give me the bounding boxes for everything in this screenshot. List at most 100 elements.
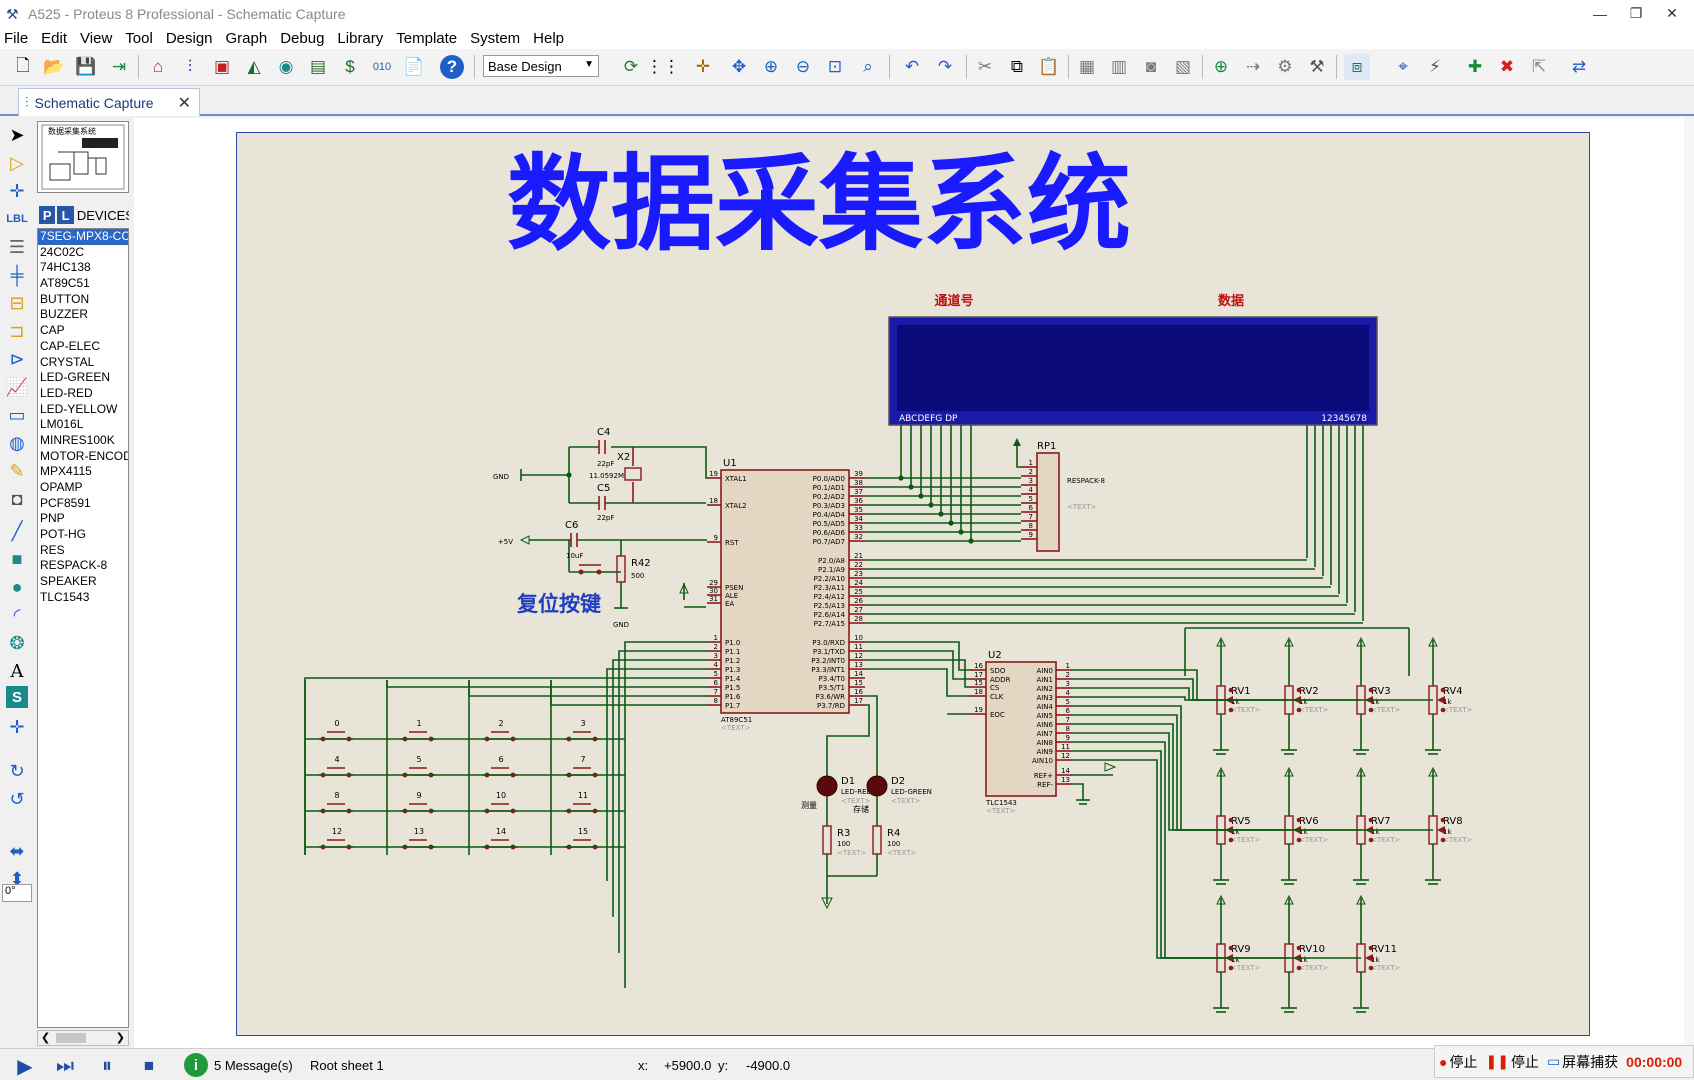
origin-icon[interactable]: ✛ [695, 57, 711, 76]
device-list-item[interactable]: CRYSTAL [40, 354, 95, 369]
source-code-icon[interactable]: 010 [372, 61, 392, 73]
packaging-tool-icon[interactable]: ⚙ [1277, 57, 1293, 76]
menu-graph[interactable]: Graph [225, 29, 268, 47]
junction-dot-icon[interactable]: ✛ [9, 180, 25, 201]
graph-mode-icon[interactable]: 📈 [5, 376, 29, 397]
recorder-stop2-button[interactable]: 停止 [1510, 1053, 1539, 1070]
close-window-button[interactable]: ✕ [1666, 5, 1678, 21]
block-move-icon[interactable]: ▥ [1110, 57, 1128, 76]
block-rotate-icon[interactable]: ◙ [1145, 57, 1157, 76]
circle-tool-icon[interactable]: ● [11, 576, 23, 597]
device-list-item[interactable]: CAP-ELEC [40, 338, 101, 353]
pcb-icon[interactable]: ▣ [213, 57, 231, 76]
save-icon[interactable]: 💾 [75, 57, 97, 76]
schematic-icon[interactable]: ⫶ [187, 57, 193, 76]
device-list-item[interactable]: PCF8591 [40, 495, 91, 510]
device-list-item[interactable]: LED-RED [40, 385, 93, 400]
scroll-thumb[interactable] [56, 1033, 86, 1043]
import-icon[interactable]: ⇥ [111, 57, 127, 76]
paste-icon[interactable]: 📋 [1038, 57, 1060, 76]
screen-capture-button[interactable]: 屏幕捕获 [1562, 1053, 1619, 1070]
refresh-icon[interactable]: ⟳ [623, 57, 639, 76]
zoom-in-icon[interactable]: ⊕ [763, 57, 779, 76]
device-list-item[interactable]: LED-YELLOW [40, 401, 118, 416]
block-copy-icon[interactable]: ▦ [1078, 57, 1096, 76]
text-script-icon[interactable]: ☰ [8, 236, 26, 257]
device-list-item[interactable]: 7SEG-MPX8-CC [38, 229, 128, 245]
generator-icon[interactable]: ◍ [9, 432, 25, 453]
tab-schematic-capture[interactable]: ⫶ Schematic Capture ✕ [18, 88, 200, 116]
decompose-icon[interactable]: ⚒ [1309, 57, 1325, 76]
mirror-y-icon[interactable]: ⬍ [9, 868, 25, 889]
menu-debug[interactable]: Debug [280, 29, 325, 47]
device-list-scrollbar[interactable]: ❮ ❯ [37, 1030, 129, 1046]
scroll-right-icon[interactable]: ❯ [115, 1032, 125, 1044]
redo-icon[interactable]: ↷ [937, 57, 953, 76]
pick-devices-button[interactable]: P [39, 206, 56, 224]
simulation-icon[interactable]: ◭ [247, 57, 261, 76]
message-count[interactable]: 5 Message(s) [214, 1058, 293, 1073]
arc-tool-icon[interactable]: ◜ [13, 604, 21, 625]
virtual-instruments-icon[interactable]: ◘ [11, 488, 23, 509]
pick-device-icon[interactable]: ⊕ [1213, 57, 1229, 76]
zoom-out-icon[interactable]: ⊖ [795, 57, 811, 76]
menu-view[interactable]: View [80, 29, 113, 47]
device-list-item[interactable]: BUZZER [40, 307, 88, 322]
device-list-item[interactable]: PNP [40, 511, 65, 526]
path-tool-icon[interactable]: ❂ [9, 632, 25, 653]
line-tool-icon[interactable]: ╱ [11, 520, 23, 541]
tape-recorder-icon[interactable]: ▭ [8, 404, 26, 425]
device-list-item[interactable]: 24C02C [40, 244, 85, 259]
recorder-stop-button[interactable]: 停止 [1449, 1053, 1478, 1070]
new-sheet-icon[interactable]: ✚ [1467, 57, 1483, 76]
grid-icon[interactable]: ⋮⋮ [646, 57, 680, 76]
symbol-tool-icon[interactable]: S [6, 686, 28, 708]
gerber-icon[interactable]: ▤ [309, 57, 327, 76]
zoom-fit-icon[interactable]: ⊡ [827, 57, 843, 76]
open-folder-icon[interactable]: 📂 [43, 57, 65, 76]
notes-icon[interactable]: 📄 [403, 57, 425, 76]
rotate-clockwise-icon[interactable]: ↻ [9, 760, 25, 781]
menu-edit[interactable]: Edit [41, 29, 68, 47]
remove-sheet-icon[interactable]: ✖ [1499, 57, 1515, 76]
terminals-icon[interactable]: ⊐ [9, 320, 25, 341]
menu-design[interactable]: Design [165, 29, 213, 47]
device-list-item[interactable]: TLC1543 [40, 589, 90, 604]
search-tag-icon[interactable]: ⌖ [1398, 57, 1408, 76]
new-file-icon[interactable]: 🗋 [16, 55, 30, 75]
stop-icon[interactable]: ⏹ [144, 1054, 154, 1077]
library-manager-button[interactable]: L [57, 206, 74, 224]
device-list-item[interactable]: MINRES100K [40, 432, 115, 447]
property-tool-icon[interactable]: ⚡ [1429, 57, 1441, 76]
menu-help[interactable]: Help [533, 29, 565, 47]
overview-preview[interactable]: 数据采集系统 [37, 121, 129, 193]
component-mode-icon[interactable]: ▷ [10, 152, 24, 173]
voltage-probe-icon[interactable]: ✎ [9, 460, 25, 481]
scroll-left-icon[interactable]: ❮ [41, 1032, 51, 1044]
device-pins-icon[interactable]: ⊳ [9, 348, 25, 369]
device-list-item[interactable]: OPAMP [40, 480, 83, 494]
menu-library[interactable]: Library [337, 29, 384, 47]
mirror-x-icon[interactable]: ⬌ [9, 840, 25, 861]
device-list-item[interactable]: 74HC138 [40, 260, 91, 275]
device-list-item[interactable]: CAP [40, 323, 65, 338]
device-list-item[interactable]: BUTTON [40, 291, 90, 306]
minimize-button[interactable]: — [1593, 5, 1607, 22]
device-list-item[interactable]: AT89C51 [40, 276, 90, 291]
pause-icon[interactable]: ⏸ [102, 1054, 112, 1077]
make-device-icon[interactable]: ⇢ [1245, 57, 1261, 76]
step-icon[interactable]: ⏭ [56, 1054, 74, 1077]
menu-template[interactable]: Template [396, 29, 458, 47]
buses-icon[interactable]: ╪ [10, 264, 24, 285]
device-list-item[interactable]: POT-HG [40, 527, 87, 542]
undo-icon[interactable]: ↶ [904, 57, 920, 76]
close-tab-icon[interactable]: ✕ [177, 95, 191, 112]
rotate-anticlockwise-icon[interactable]: ↺ [9, 788, 25, 809]
wire-label-icon[interactable]: LBL [6, 213, 28, 225]
text-tool-icon[interactable]: A [10, 660, 24, 682]
device-list-item[interactable]: RESPACK-8 [40, 558, 108, 573]
marker-tool-icon[interactable]: ✛ [9, 716, 25, 737]
